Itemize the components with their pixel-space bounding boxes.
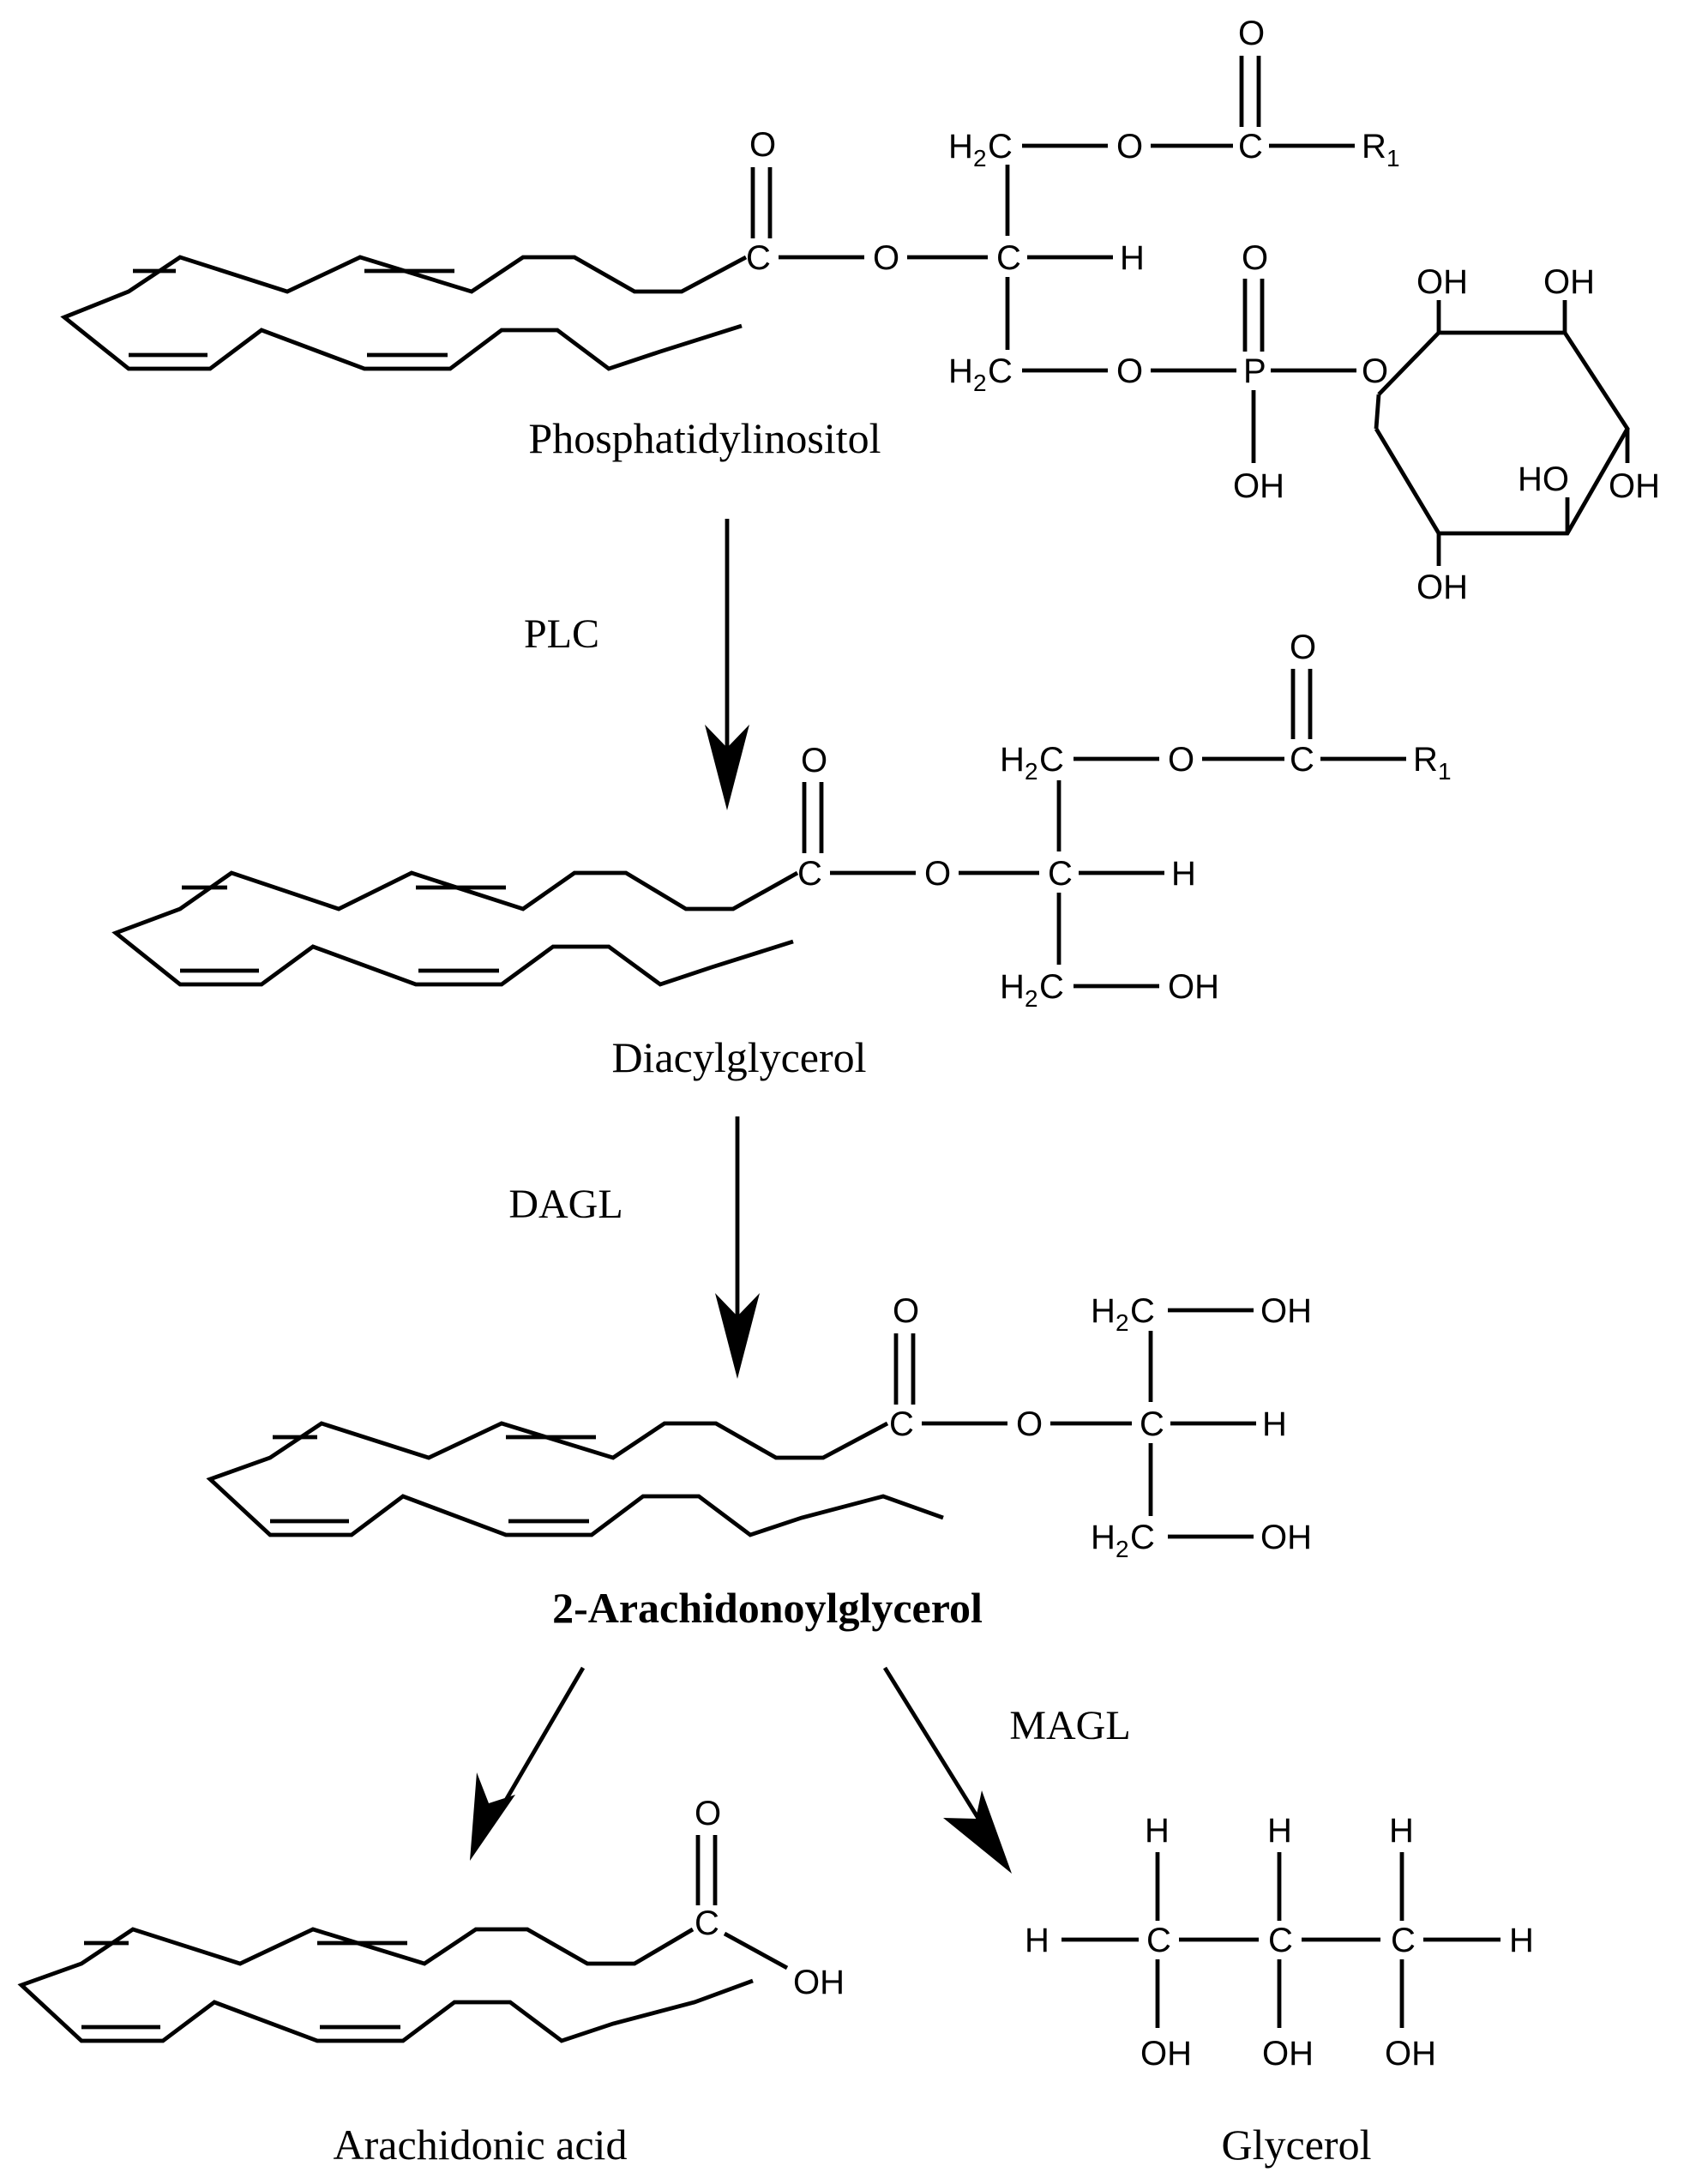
atom-r: R: [1413, 741, 1438, 779]
arachidonoyl-chain: [206, 1421, 944, 1537]
atom-c: C: [988, 352, 1013, 390]
atom-h: H: [1091, 1292, 1116, 1330]
arachidonoyl-chain: [17, 1927, 754, 2043]
atom-h: H: [1267, 1812, 1292, 1850]
atom-o: O: [893, 1292, 919, 1330]
subscript: 2: [1116, 1536, 1129, 1562]
atom-o: O: [749, 126, 776, 164]
enzyme-label-plc: PLC: [524, 611, 599, 657]
atom-oh: OH: [1416, 263, 1468, 301]
atom-o: O: [1238, 15, 1265, 52]
atom-oh: OH: [1233, 467, 1284, 505]
atom-oh: OH: [1262, 2035, 1314, 2073]
atom-c: C: [1048, 855, 1073, 893]
atom-c: C: [746, 239, 771, 277]
reaction-arrow-to-arachidonic-acid: [470, 1666, 586, 1861]
atom-h: H: [1000, 968, 1025, 1006]
subscript: 1: [1438, 758, 1452, 785]
two-ag-structure: O C O C H H 2 C OH H 2 C OH: [206, 1292, 1312, 1562]
atom-c: C: [1268, 1922, 1293, 1959]
atom-o: O: [1362, 352, 1388, 390]
atom-oh: OH: [1260, 1292, 1312, 1330]
glycerol-structure: H H H H C C C H OH OH OH: [1025, 1812, 1534, 2073]
atom-h: H: [1509, 1922, 1534, 1959]
compound-name-arachidonic-acid: Arachidonic acid: [334, 2121, 628, 2169]
atom-c: C: [889, 1405, 914, 1443]
subscript: 2: [1025, 985, 1038, 1012]
atom-o: O: [924, 855, 951, 893]
atom-o: O: [1290, 629, 1316, 666]
atom-ho: HO: [1518, 460, 1569, 498]
atom-c: C: [1039, 741, 1064, 779]
atom-oh: OH: [1140, 2035, 1192, 2073]
atom-oh: OH: [1609, 467, 1660, 505]
atom-o: O: [695, 1795, 721, 1832]
atom-c: C: [1290, 741, 1314, 779]
atom-c: C: [695, 1904, 719, 1942]
atom-c: C: [1039, 968, 1064, 1006]
atom-oh: OH: [1168, 968, 1219, 1006]
atom-h: H: [948, 128, 973, 165]
subscript: 1: [1386, 145, 1400, 171]
phosphatidylinositol-structure: O C O C H H 2 C O C O R 1 H 2 C O P O O …: [60, 15, 1660, 606]
subscript: 2: [1025, 758, 1038, 785]
atom-c: C: [988, 128, 1013, 165]
atom-c: C: [1391, 1922, 1416, 1959]
enzyme-label-dagl: DAGL: [508, 1182, 622, 1227]
atom-c: C: [1146, 1922, 1171, 1959]
atom-o: O: [1242, 239, 1268, 277]
atom-h: H: [948, 352, 973, 390]
atom-h: H: [1091, 1519, 1116, 1556]
atom-c: C: [996, 239, 1021, 277]
diacylglycerol-structure: O C O C H H 2 C O C O R 1 H 2 C OH: [111, 629, 1452, 1012]
arachidonoyl-chain: [60, 255, 748, 371]
atom-h: H: [1000, 741, 1025, 779]
subscript: 2: [973, 145, 987, 171]
reaction-arrow-dagl: [715, 1116, 760, 1379]
atom-oh: OH: [1416, 569, 1468, 606]
atom-h: H: [1120, 239, 1145, 277]
atom-c: C: [1130, 1519, 1155, 1556]
atom-o: O: [1116, 352, 1143, 390]
atom-c: C: [1140, 1405, 1164, 1443]
inositol-ring: [1374, 330, 1630, 536]
atom-c: C: [1238, 128, 1263, 165]
atom-oh: OH: [1260, 1519, 1312, 1556]
atom-h: H: [1262, 1405, 1287, 1443]
atom-h: H: [1389, 1812, 1414, 1850]
reaction-arrow-plc: [705, 519, 749, 810]
atom-h: H: [1145, 1812, 1170, 1850]
atom-c: C: [1130, 1292, 1155, 1330]
compound-name-phosphatidylinositol: Phosphatidylinositol: [528, 414, 881, 462]
compound-name-glycerol: Glycerol: [1222, 2121, 1372, 2169]
subscript: 2: [973, 370, 987, 396]
atom-r: R: [1362, 128, 1386, 165]
atom-c: C: [797, 855, 822, 893]
reaction-arrow-to-glycerol: [882, 1666, 1012, 1874]
atom-o: O: [1016, 1405, 1043, 1443]
atom-oh: OH: [1385, 2035, 1436, 2073]
compound-name-diacylglycerol: Diacylglycerol: [611, 1033, 866, 1081]
atom-o: O: [1116, 128, 1143, 165]
atom-o: O: [801, 742, 827, 779]
atom-o: O: [1168, 741, 1194, 779]
enzyme-label-magl: MAGL: [1009, 1703, 1130, 1748]
atom-p: P: [1243, 352, 1266, 390]
atom-o: O: [873, 239, 899, 277]
arachidonoyl-chain: [111, 870, 799, 987]
arachidonic-acid-structure: O C OH: [17, 1795, 845, 2043]
atom-oh: OH: [1543, 263, 1595, 301]
compound-name-two-ag: 2-Arachidonoylglycerol: [552, 1584, 983, 1632]
atom-h: H: [1025, 1922, 1049, 1959]
subscript: 2: [1116, 1309, 1129, 1336]
atom-oh: OH: [793, 1964, 845, 2001]
atom-h: H: [1171, 855, 1196, 893]
